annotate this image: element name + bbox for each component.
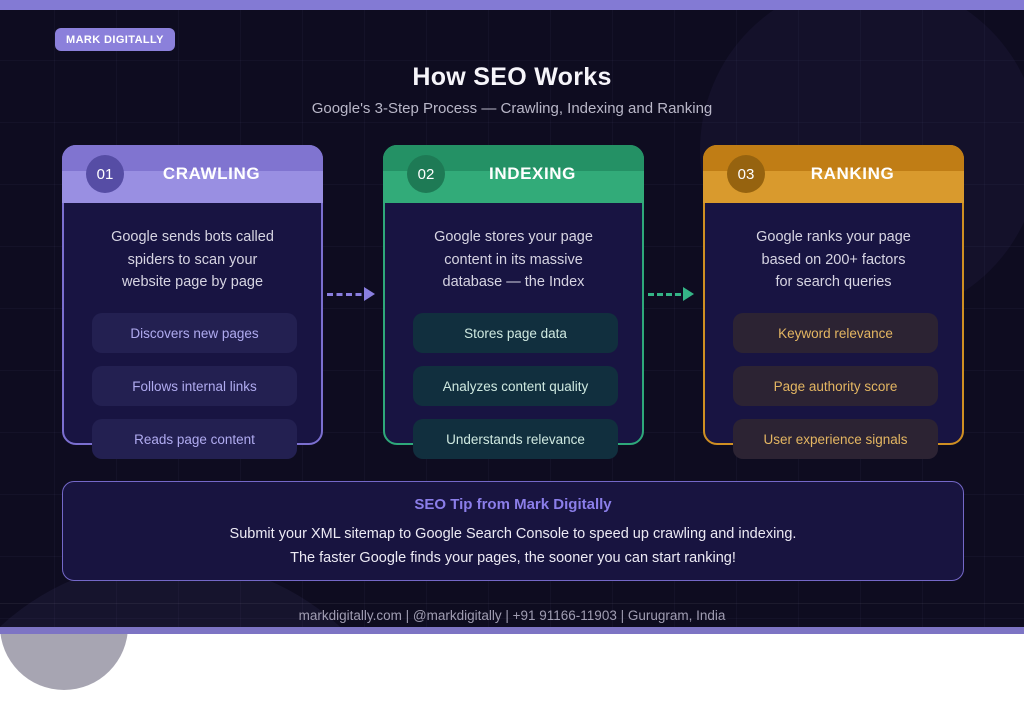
feature-pill: Page authority score bbox=[733, 366, 938, 406]
brand-logo-badge: MARK DIGITALLY bbox=[55, 28, 175, 51]
step-number-badge: 03 bbox=[727, 155, 765, 193]
description-line: Google sends bots called bbox=[111, 229, 274, 245]
feature-pill: Keyword relevance bbox=[733, 313, 938, 353]
step-description: Google sends bots called spiders to scan… bbox=[64, 226, 321, 294]
step-card-header: 01 CRAWLING bbox=[62, 145, 323, 203]
step-number-badge: 01 bbox=[86, 155, 124, 193]
feature-pill: Discovers new pages bbox=[92, 313, 297, 353]
tip-line: Submit your XML sitemap to Google Search… bbox=[229, 526, 797, 542]
flow-arrow-crawling-to-indexing bbox=[327, 287, 375, 301]
description-line: Google stores your page bbox=[434, 229, 593, 245]
description-line: website page by page bbox=[121, 274, 264, 290]
arrow-dashed-line bbox=[327, 293, 371, 296]
bottom-accent-bar bbox=[0, 627, 1024, 634]
description-line: Google ranks your page bbox=[756, 229, 911, 245]
footer-divider bbox=[0, 603, 1024, 604]
step-card-header: 02 INDEXING bbox=[383, 145, 644, 203]
feature-pill: Stores page data bbox=[413, 313, 618, 353]
step-card-crawling: 01 CRAWLING Google sends bots called spi… bbox=[62, 145, 323, 459]
footer-contact-info: markdigitally.com | @markdigitally | +91… bbox=[298, 608, 726, 623]
step-title: CRAWLING bbox=[162, 164, 261, 183]
description-line: content in its massive bbox=[444, 251, 583, 268]
description-line: based on 200+ factors bbox=[761, 251, 906, 268]
feature-pill-list: Stores page data Analyzes content qualit… bbox=[413, 313, 618, 472]
feature-pill-list: Discovers new pages Follows internal lin… bbox=[92, 313, 297, 472]
step-card-ranking: 03 RANKING Google ranks your page based … bbox=[703, 145, 964, 459]
tip-line: The faster Google finds your pages, the … bbox=[290, 550, 736, 566]
feature-pill: Understands relevance bbox=[413, 419, 618, 459]
seo-tip-box: SEO Tip from Mark Digitally Submit your … bbox=[62, 481, 964, 581]
arrow-head-icon bbox=[683, 287, 694, 301]
feature-pill: Analyzes content quality bbox=[413, 366, 618, 406]
tip-title: SEO Tip from Mark Digitally bbox=[414, 496, 612, 513]
step-number-badge: 02 bbox=[407, 155, 445, 193]
feature-pill: Follows internal links bbox=[92, 366, 297, 406]
top-accent-bar bbox=[0, 0, 1024, 10]
step-description: Google stores your page content in its m… bbox=[385, 226, 642, 294]
step-card-header: 03 RANKING bbox=[703, 145, 964, 203]
step-title: INDEXING bbox=[489, 164, 576, 183]
step-title: RANKING bbox=[810, 164, 895, 183]
arrow-head-icon bbox=[364, 287, 375, 301]
page-title: How SEO Works bbox=[412, 63, 612, 91]
feature-pill: User experience signals bbox=[733, 419, 938, 459]
step-card-indexing: 02 INDEXING Google stores your page cont… bbox=[383, 145, 644, 459]
feature-pill: Reads page content bbox=[92, 419, 297, 459]
flow-arrow-indexing-to-ranking bbox=[648, 287, 694, 301]
description-line: database — the Index bbox=[442, 274, 585, 290]
page-subtitle: Google's 3-Step Process — Crawling, Inde… bbox=[311, 100, 713, 117]
infographic-canvas: MARK DIGITALLY How SEO Works Google's 3-… bbox=[0, 0, 1024, 634]
description-line: for search queries bbox=[775, 274, 892, 290]
step-description: Google ranks your page based on 200+ fac… bbox=[705, 226, 962, 294]
feature-pill-list: Keyword relevance Page authority score U… bbox=[733, 313, 938, 472]
arrow-dashed-line bbox=[648, 293, 690, 296]
description-line: spiders to scan your bbox=[127, 251, 258, 268]
